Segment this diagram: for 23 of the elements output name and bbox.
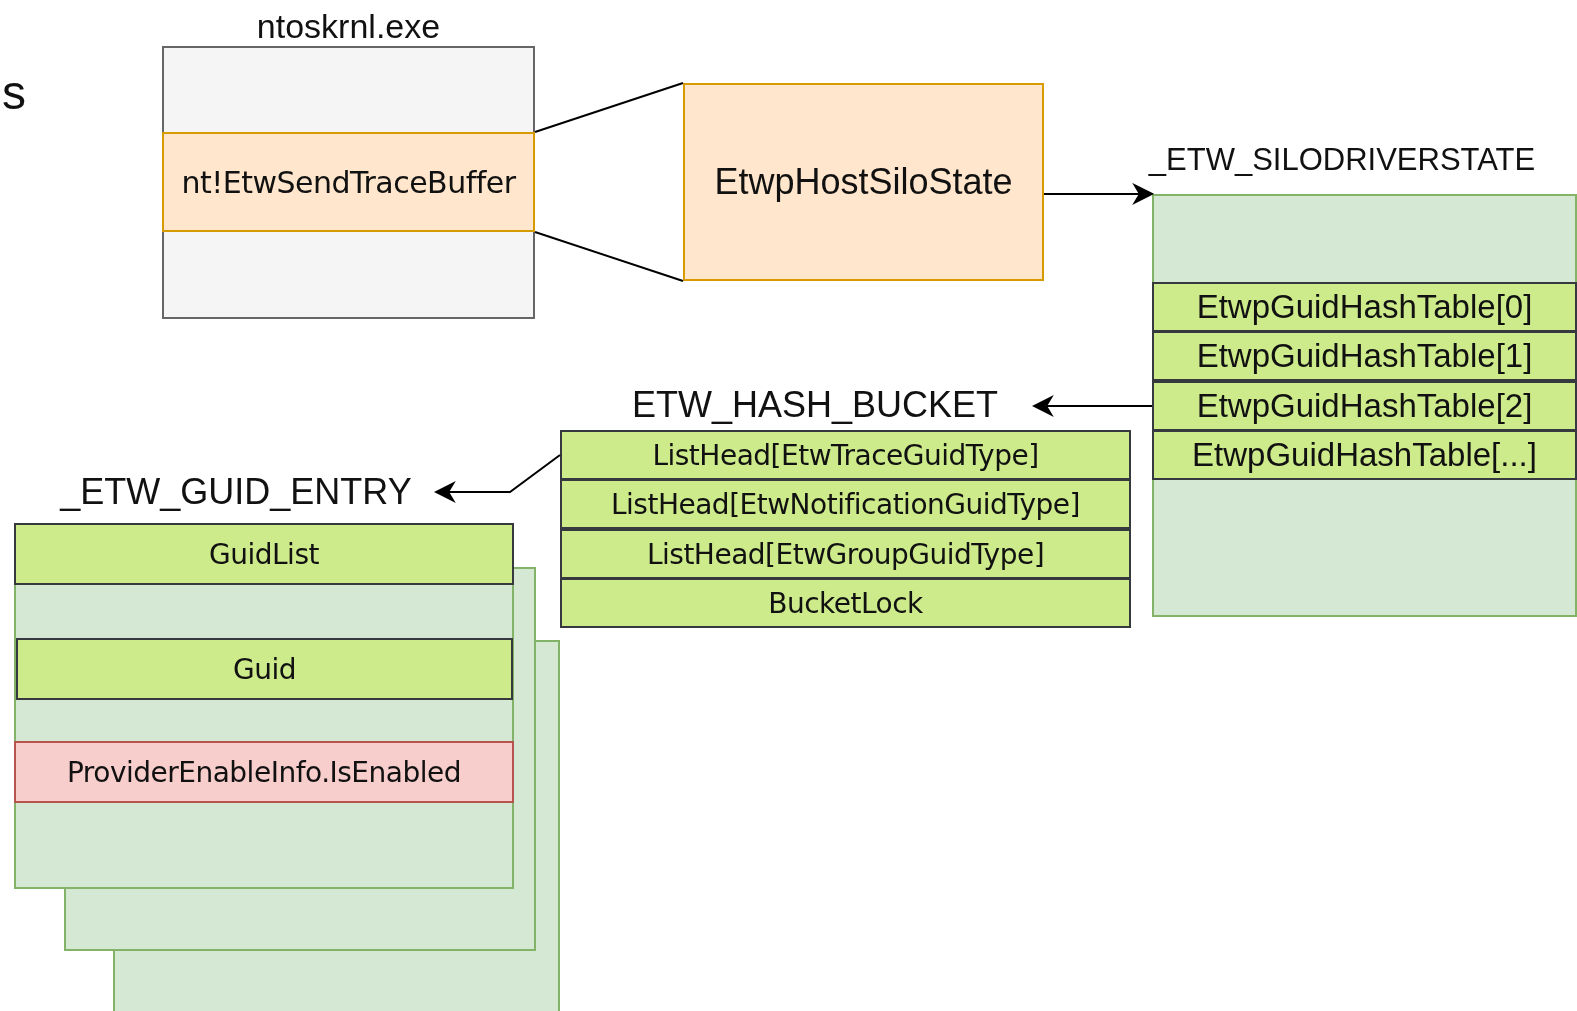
field-row: EtwpGuidHashTable[2]	[1152, 381, 1577, 431]
field-row: GuidList	[14, 523, 514, 585]
struct-title: _ETW_SILODRIVERSTATE	[1147, 140, 1537, 179]
struct-title: _ETW_GUID_ENTRY	[58, 470, 413, 514]
connector-line	[534, 231, 684, 282]
field-row: EtwpGuidHashTable[1]	[1152, 331, 1577, 381]
field-row: BucketLock	[560, 578, 1131, 628]
field-row: ListHead[EtwNotificationGuidType]	[560, 479, 1131, 529]
arrow	[1031, 395, 1153, 417]
arrow	[433, 454, 561, 503]
text-fragment: s	[2, 68, 26, 118]
function-box: nt!EtwSendTraceBuffer	[162, 132, 535, 232]
field-row: Guid	[16, 638, 513, 700]
field-row: ListHead[EtwTraceGuidType]	[560, 430, 1131, 480]
field-row: ListHead[EtwGroupGuidType]	[560, 529, 1131, 579]
variable-box: EtwpHostSiloState	[683, 83, 1044, 281]
field-row: EtwpGuidHashTable[...]	[1152, 430, 1577, 480]
field-row: EtwpGuidHashTable[0]	[1152, 282, 1577, 332]
connector-line	[534, 82, 684, 133]
field-row: ProviderEnableInfo.IsEnabled	[14, 741, 514, 803]
arrow	[1043, 182, 1155, 205]
struct-title: ETW_HASH_BUCKET	[630, 384, 1000, 426]
module-title: ntoskrnl.exe	[255, 6, 442, 46]
